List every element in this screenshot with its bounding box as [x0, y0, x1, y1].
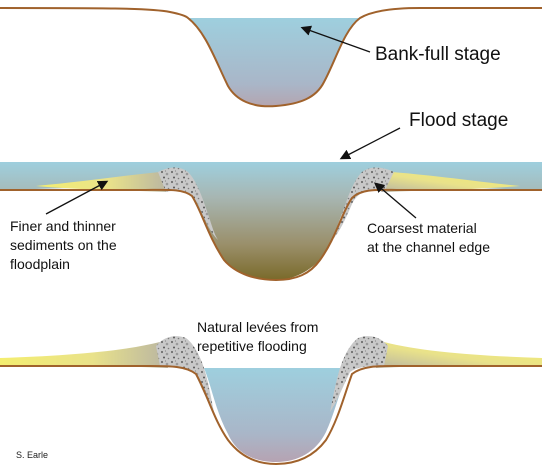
- bankfull-ground-line: [0, 7, 542, 108]
- credit-label: S. Earle: [16, 450, 49, 460]
- flood-label: Flood stage: [409, 110, 509, 131]
- coarsest-arrow: [374, 182, 417, 219]
- levee-sediment-right: [376, 342, 542, 368]
- finer-arrow: [45, 180, 109, 215]
- natural-levees-label: Natural levées from repetitive flooding: [197, 319, 319, 354]
- flood-water: [0, 162, 542, 280]
- flood-arrow: [339, 127, 401, 160]
- finer-sediments-label: Finer and thinner sediments on the flood…: [10, 218, 117, 272]
- flood-sediment-right: [384, 172, 520, 192]
- levee-ground-line: [0, 365, 542, 466]
- levee-gravel-right: [330, 336, 388, 412]
- bankfull-water: [188, 18, 360, 107]
- flood-ground-line: [0, 188, 542, 282]
- levee-gravel-left: [156, 336, 214, 412]
- bankfull-arrow: [300, 25, 371, 53]
- panel-bankfull: [0, 7, 542, 108]
- panel-levees: [0, 336, 542, 466]
- panel-flood: [0, 127, 542, 282]
- flood-gravel-left: [158, 167, 218, 240]
- coarsest-material-label: Coarsest material at the channel edge: [367, 220, 490, 255]
- bankfull-label: Bank-full stage: [375, 44, 501, 65]
- levee-water: [204, 368, 350, 462]
- levee-sediment-left: [0, 342, 168, 368]
